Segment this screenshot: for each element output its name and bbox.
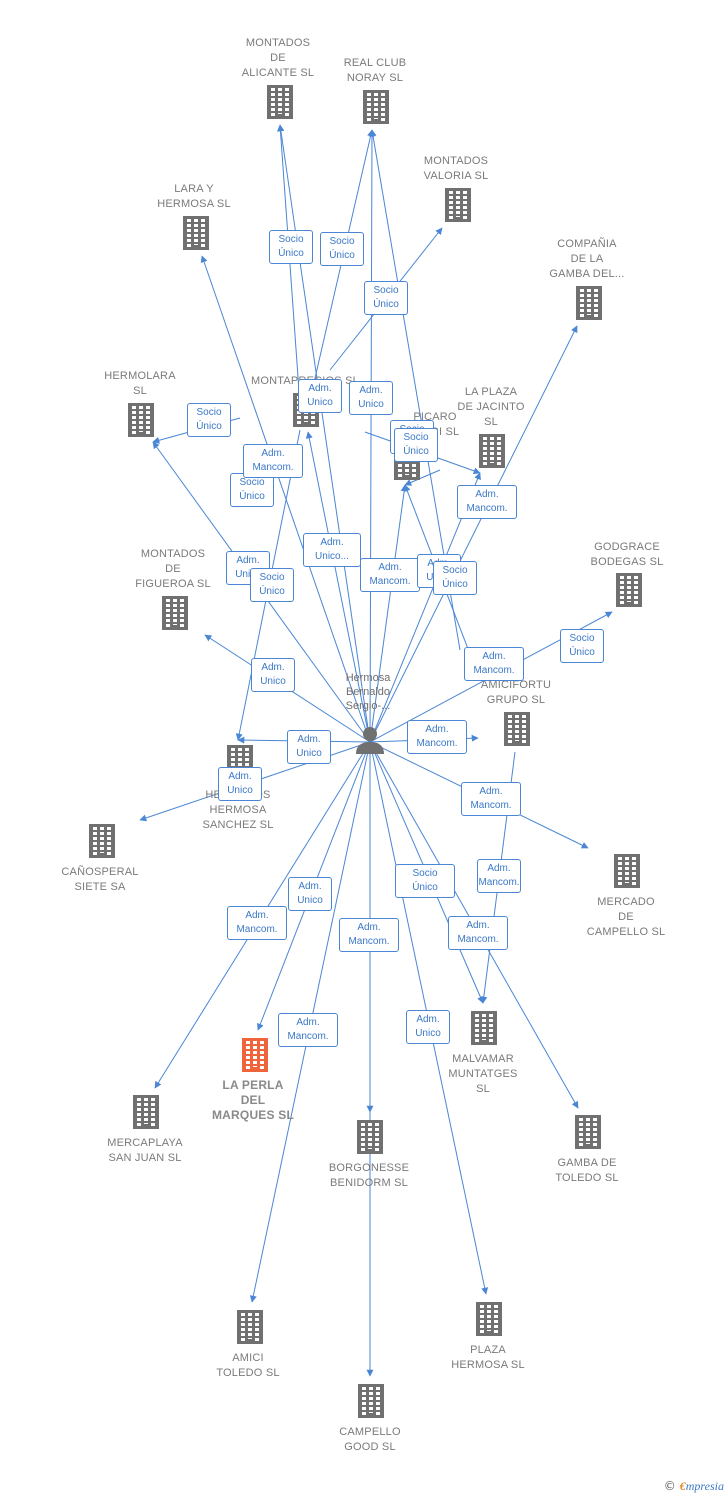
company-label-godgrace[interactable]: GODGRACE BODEGAS SL [590, 541, 664, 568]
company-label-canosperal[interactable]: CAÑOSPERAL SIETE SA [61, 866, 139, 893]
relation-label[interactable]: Adm. Mancom. [360, 558, 420, 592]
building-icon[interactable] [616, 573, 642, 607]
company-label-mercado-campello[interactable]: MERCADO DE CAMPELLO SL [586, 896, 666, 938]
company-label-montados-figueroa[interactable]: MONTADOS DE FIGUEROA SL [135, 548, 211, 590]
relation-label[interactable]: Socio Único [187, 403, 231, 437]
company-label-amici-toledo[interactable]: AMICI TOLEDO SL [216, 1352, 280, 1379]
relation-label[interactable]: Socio Único [269, 230, 313, 264]
building-icon[interactable] [479, 434, 505, 468]
building-icon[interactable] [267, 85, 293, 119]
relation-label[interactable]: Adm. Mancom. [227, 906, 287, 940]
building-icon[interactable] [89, 824, 115, 858]
company-label-perla-marques[interactable]: LA PERLA DEL MARQUES SL [211, 1078, 294, 1122]
building-icon[interactable] [504, 712, 530, 746]
relation-label[interactable]: Adm. Mancom. [243, 444, 303, 478]
company-label-montados-valoria[interactable]: MONTADOS VALORIA SL [423, 155, 489, 182]
company-label-plaza-jacinto[interactable]: LA PLAZA DE JACINTO SL [457, 386, 525, 428]
relation-label[interactable]: Adm. Mancom. [278, 1013, 338, 1047]
edge-line [369, 484, 408, 743]
relation-label[interactable]: Adm. Unico [406, 1010, 450, 1044]
company-label-campello-good[interactable]: CAMPELLO GOOD SL [339, 1426, 401, 1453]
building-icon[interactable] [363, 90, 389, 124]
building-icon[interactable] [471, 1011, 497, 1045]
relation-label[interactable]: Adm. Unico [218, 767, 262, 801]
relation-label[interactable]: Adm. Mancom. [477, 859, 521, 893]
building-icon[interactable] [162, 596, 188, 630]
company-label-gamba-toledo[interactable]: GAMBA DE TOLEDO SL [555, 1157, 619, 1184]
relation-label[interactable]: Socio Único [320, 232, 364, 266]
company-label-montados-alicante[interactable]: MONTADOS DE ALICANTE SL [241, 37, 315, 79]
relation-label[interactable]: Adm. Mancom. [407, 720, 467, 754]
company-label-malvamar[interactable]: MALVAMAR MUNTATGES SL [448, 1053, 518, 1095]
footer-brand: ©€mpresia [664, 1479, 724, 1494]
relation-label[interactable]: Socio Único [364, 281, 408, 315]
company-label-borgonesse[interactable]: BORGONESSE BENIDORM SL [328, 1162, 410, 1189]
edge-line [276, 124, 301, 406]
relation-label[interactable]: Adm. Unico [298, 379, 342, 413]
edge-line [277, 124, 371, 743]
building-icon[interactable] [133, 1095, 159, 1129]
company-label-plaza-hermosa[interactable]: PLAZA HERMOSA SL [451, 1344, 525, 1371]
brand-logo-e: € [679, 1479, 686, 1493]
copyright-symbol: © [663, 1479, 676, 1493]
edge-line [368, 129, 376, 743]
company-label-compania-gamba[interactable]: COMPAÑIA DE LA GAMBA DEL... [549, 238, 625, 280]
relation-label[interactable]: Adm. Mancom. [448, 916, 508, 950]
relation-label[interactable]: Adm. Mancom. [339, 918, 399, 952]
company-label-mercaplaya[interactable]: MERCAPLAYA SAN JUAN SL [107, 1137, 183, 1164]
building-icon[interactable] [476, 1302, 502, 1336]
edge-line [305, 431, 371, 743]
relation-label[interactable]: Socio Único [395, 864, 455, 898]
building-icon[interactable] [242, 1038, 268, 1072]
building-icon[interactable] [183, 216, 209, 250]
company-label-real-club-noray[interactable]: REAL CLUB NORAY SL [343, 57, 407, 84]
edge-line [404, 469, 441, 486]
building-icon[interactable] [576, 286, 602, 320]
brand-logo-text: mpresia [685, 1479, 724, 1493]
person-icon[interactable] [356, 727, 384, 754]
company-label-hermolara[interactable]: HERMOLARA SL [104, 370, 176, 397]
building-icon[interactable] [237, 1310, 263, 1344]
relation-label[interactable]: Adm. Mancom. [464, 647, 524, 681]
relation-label[interactable]: Adm. Unico [251, 658, 295, 692]
company-label-lara-hermosa[interactable]: LARA Y HERMOSA SL [157, 183, 231, 210]
relation-label[interactable]: Socio Único [250, 568, 294, 602]
edge-line [369, 325, 578, 743]
company-icons [89, 85, 642, 1418]
building-icon[interactable] [575, 1115, 601, 1149]
relation-label[interactable]: Socio Único [560, 629, 604, 663]
relation-label[interactable]: Adm. Unico [288, 877, 332, 911]
relation-label[interactable]: Socio Único [394, 428, 438, 462]
relation-label[interactable]: Adm. Mancom. [461, 782, 521, 816]
relation-label[interactable]: Socio Único [433, 561, 477, 595]
building-icon[interactable] [128, 403, 154, 437]
relation-label[interactable]: Socio Único [230, 473, 274, 507]
relation-label[interactable]: Adm. Mancom. [457, 485, 517, 519]
relation-label[interactable]: Adm. Unico [287, 730, 331, 764]
building-icon[interactable] [358, 1384, 384, 1418]
relation-label[interactable]: Adm. Unico [349, 381, 393, 415]
building-icon[interactable] [357, 1120, 383, 1154]
person-name[interactable]: Hermosa Bernaldo Sergio-... [345, 672, 391, 712]
relation-label[interactable]: Adm. Unico... [303, 533, 361, 567]
building-icon[interactable] [614, 854, 640, 888]
company-label-amicifortu[interactable]: AMICIFORTU GRUPO SL [480, 679, 552, 706]
building-icon[interactable] [445, 188, 471, 222]
